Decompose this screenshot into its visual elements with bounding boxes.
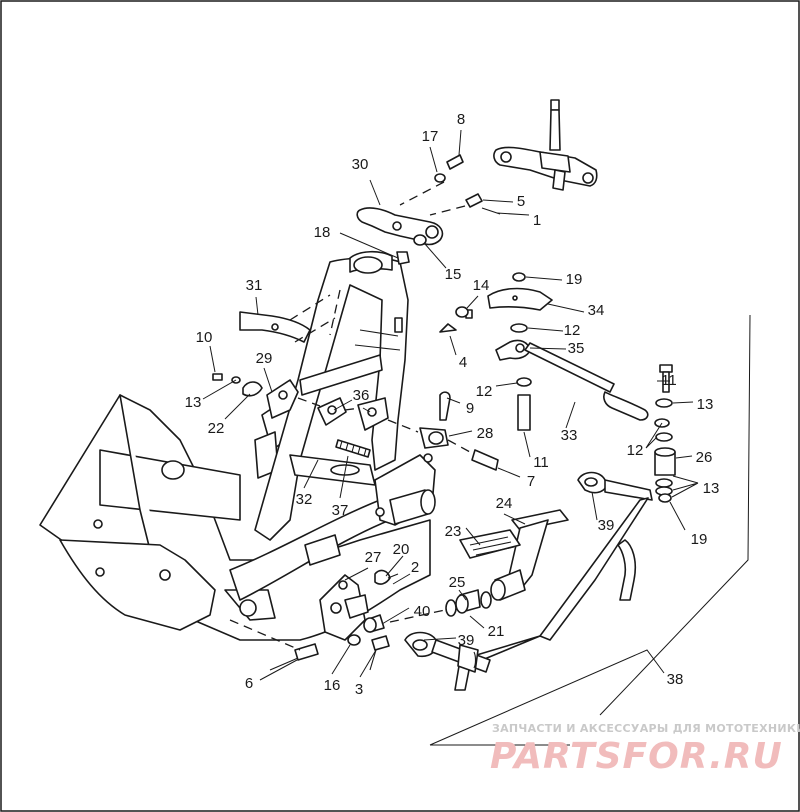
callout-24: 24 <box>496 495 513 512</box>
callout-13: 13 <box>185 394 202 411</box>
callout-8: 8 <box>457 111 465 128</box>
frame-drawing <box>39 250 436 641</box>
callout-18: 18 <box>314 224 331 241</box>
callout-14: 14 <box>473 277 490 294</box>
callout-11: 11 <box>533 454 549 471</box>
callout-labels: 1234567891011111212121313131415161718191… <box>185 111 720 698</box>
fasteners-upper <box>396 154 501 333</box>
callout-33: 33 <box>561 427 578 444</box>
callout-1: 1 <box>533 212 541 229</box>
callout-28: 28 <box>477 425 494 442</box>
callout-16: 16 <box>324 677 341 694</box>
callout-22: 22 <box>208 420 225 437</box>
callout-26: 26 <box>696 449 713 466</box>
callout-11: 11 <box>661 372 677 389</box>
callout-20: 20 <box>393 541 410 558</box>
right-fastener-stack <box>654 364 676 503</box>
callout-25: 25 <box>449 574 466 591</box>
callout-7: 7 <box>527 473 535 490</box>
callout-12: 12 <box>564 322 581 339</box>
callout-37: 37 <box>332 502 349 519</box>
lower-mount-27 <box>269 569 399 671</box>
callout-40: 40 <box>414 603 431 620</box>
callout-35: 35 <box>568 340 585 357</box>
watermark-brand: PARTSFOR.RU <box>490 736 783 777</box>
part-37-spring <box>335 439 371 458</box>
callout-30: 30 <box>352 156 369 173</box>
callout-39: 39 <box>598 517 615 534</box>
callout-19: 19 <box>566 271 583 288</box>
callout-13: 13 <box>697 396 714 413</box>
watermark: ЗАПЧАСТИ И АКСЕССУАРЫ ДЛЯ МОТОТЕХНИКИ PA… <box>490 722 800 777</box>
callout-38: 38 <box>667 671 684 688</box>
part-33-shift-rod <box>516 342 649 431</box>
callout-36: 36 <box>353 387 370 404</box>
part-34-35 <box>487 272 553 361</box>
callout-12: 12 <box>627 442 644 459</box>
callout-2: 2 <box>411 559 419 576</box>
callout-39: 39 <box>458 632 475 649</box>
leader-lines <box>202 129 751 746</box>
callout-4: 4 <box>459 354 467 371</box>
assembly-lines <box>229 181 471 651</box>
callout-32: 32 <box>296 491 313 508</box>
callout-19: 19 <box>691 531 708 548</box>
callout-27: 27 <box>365 549 382 566</box>
callout-34: 34 <box>588 302 605 319</box>
callout-10: 10 <box>196 329 213 346</box>
shift-pedal <box>459 509 569 601</box>
callout-23: 23 <box>445 523 462 540</box>
callout-3: 3 <box>355 681 363 698</box>
triple-clamp <box>493 99 598 191</box>
callout-21: 21 <box>488 623 505 640</box>
callout-31: 31 <box>246 277 263 294</box>
part-30-bracket <box>356 207 444 246</box>
callout-12: 12 <box>476 383 493 400</box>
callout-5: 5 <box>517 193 525 210</box>
watermark-caption: ЗАПЧАСТИ И АКСЕССУАРЫ ДЛЯ МОТОТЕХНИКИ <box>492 722 800 735</box>
part-38-linkage <box>404 471 653 691</box>
part-31-bracket <box>239 311 311 343</box>
callout-17: 17 <box>422 128 439 145</box>
callout-13: 13 <box>703 480 720 497</box>
callout-6: 6 <box>245 675 253 692</box>
callout-15: 15 <box>445 266 462 283</box>
linkage-levers <box>212 373 499 471</box>
callout-29: 29 <box>256 350 273 367</box>
callout-9: 9 <box>466 400 474 417</box>
bushings <box>363 589 492 633</box>
